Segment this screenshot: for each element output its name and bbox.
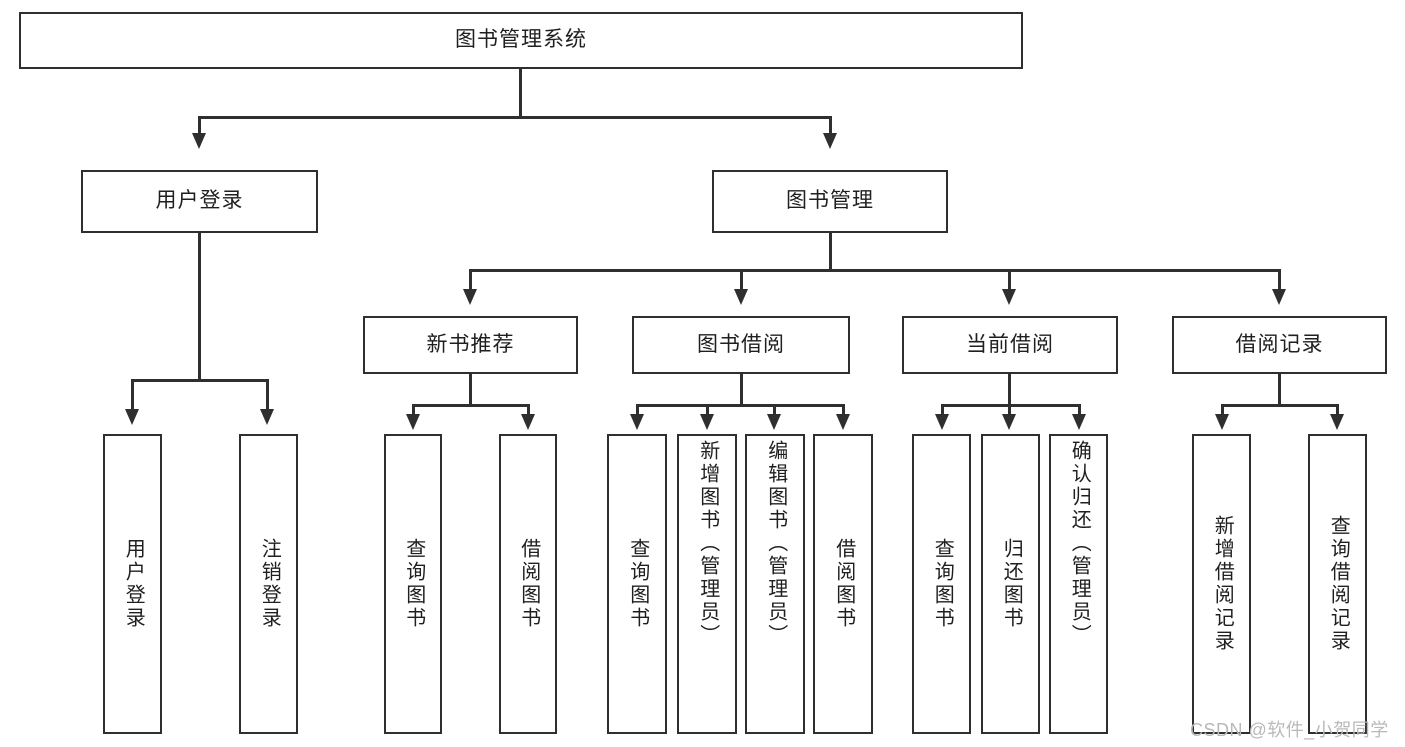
arrowhead-br-leaf-1	[1215, 414, 1229, 430]
node-label: 新书推荐	[426, 332, 515, 356]
leaf-label: 查询图书	[931, 538, 954, 630]
connector-nbr-drop-1	[412, 404, 415, 416]
connector-bm-drop-4	[1278, 269, 1281, 291]
connector-bm-drop-3	[1008, 269, 1011, 291]
node-label: 当前借阅	[966, 332, 1054, 356]
node-root-book-management-system[interactable]: 图书管理系统	[19, 12, 1023, 69]
node-label: 图书管理	[786, 189, 874, 213]
connector-nbr-drop-2	[527, 404, 530, 416]
node-label: 借阅记录	[1235, 332, 1324, 356]
leaf-bb-edit-book-admin[interactable]: 编辑图书（管理员）	[745, 434, 805, 734]
arrowhead-new-book-recommend	[463, 289, 477, 305]
leaf-label: 确认归还（管理员）	[1068, 440, 1091, 647]
leaf-logout[interactable]: 注销登录	[239, 434, 298, 734]
leaf-br-add-record[interactable]: 新增借阅记录	[1192, 434, 1251, 734]
arrowhead-bb-leaf-1	[630, 414, 644, 430]
connector-bm-drop-2	[740, 269, 743, 291]
leaf-label: 归还图书	[1000, 538, 1023, 630]
leaf-nbr-borrow-book[interactable]: 借阅图书	[499, 434, 557, 734]
leaf-label: 用户登录	[122, 538, 145, 630]
connector-book-management-stem	[829, 233, 832, 271]
connector-bb-bus	[636, 404, 844, 407]
leaf-label: 编辑图书（管理员）	[764, 440, 787, 647]
connector-br-bus	[1221, 404, 1338, 407]
connector-bb-stem	[740, 374, 743, 406]
connector-user-login-bus	[131, 379, 268, 382]
connector-root-bus	[198, 116, 831, 119]
connector-nbr-bus	[412, 404, 529, 407]
node-borrow-record[interactable]: 借阅记录	[1172, 316, 1387, 374]
leaf-bb-query-book[interactable]: 查询图书	[607, 434, 667, 734]
leaf-label: 查询借阅记录	[1327, 515, 1350, 653]
connector-book-management-bus	[469, 269, 1280, 272]
arrowhead-borrow-record	[1272, 289, 1286, 305]
connector-user-login-drop-2	[266, 379, 269, 411]
arrowhead-cb-leaf-1	[935, 414, 949, 430]
arrowhead-nbr-leaf-2	[521, 414, 535, 430]
leaf-label: 借阅图书	[517, 538, 540, 630]
leaf-bb-add-book-admin[interactable]: 新增图书（管理员）	[677, 434, 737, 734]
connector-user-login-drop-1	[131, 379, 134, 411]
connector-cb-drop-2	[1008, 404, 1011, 416]
leaf-cb-query-book[interactable]: 查询图书	[912, 434, 971, 734]
arrowhead-cb-leaf-3	[1072, 414, 1086, 430]
leaf-user-login[interactable]: 用户登录	[103, 434, 162, 734]
leaf-cb-return-book[interactable]: 归还图书	[981, 434, 1040, 734]
arrowhead-leaf-logout	[260, 409, 274, 425]
watermark-text: CSDN @软件_小贺同学	[1190, 720, 1389, 740]
arrowhead-book-management	[823, 133, 837, 149]
arrowhead-user-login	[192, 133, 206, 149]
leaf-br-query-record[interactable]: 查询借阅记录	[1308, 434, 1367, 734]
connector-root-drop-2	[829, 116, 832, 135]
leaf-label: 查询图书	[402, 538, 425, 630]
leaf-label: 新增图书（管理员）	[696, 440, 719, 647]
node-current-borrow[interactable]: 当前借阅	[902, 316, 1118, 374]
connector-cb-bus	[941, 404, 1080, 407]
leaf-label: 查询图书	[626, 538, 649, 630]
leaf-bb-borrow-book[interactable]: 借阅图书	[813, 434, 873, 734]
arrowhead-nbr-leaf-1	[406, 414, 420, 430]
connector-br-drop-2	[1336, 404, 1339, 416]
connector-bb-drop-2	[706, 404, 709, 416]
arrowhead-cb-leaf-2	[1002, 414, 1016, 430]
leaf-label: 新增借阅记录	[1211, 515, 1234, 653]
connector-br-drop-1	[1221, 404, 1224, 416]
connector-nbr-stem	[469, 374, 472, 406]
connector-bb-drop-1	[636, 404, 639, 416]
arrowhead-bb-leaf-2	[700, 414, 714, 430]
connector-cb-stem	[1008, 374, 1011, 406]
node-new-book-recommend[interactable]: 新书推荐	[363, 316, 578, 374]
connector-cb-drop-3	[1078, 404, 1081, 416]
arrowhead-book-borrow	[734, 289, 748, 305]
arrowhead-current-borrow	[1002, 289, 1016, 305]
node-label: 用户登录	[155, 189, 244, 213]
arrowhead-br-leaf-2	[1330, 414, 1344, 430]
connector-root-stem	[519, 69, 522, 116]
arrowhead-bb-leaf-4	[836, 414, 850, 430]
node-book-borrow[interactable]: 图书借阅	[632, 316, 850, 374]
leaf-label: 注销登录	[258, 538, 281, 630]
arrowhead-bb-leaf-3	[767, 414, 781, 430]
connector-bb-drop-4	[842, 404, 845, 416]
connector-cb-drop-1	[941, 404, 944, 416]
node-book-management[interactable]: 图书管理	[712, 170, 948, 233]
node-user-login[interactable]: 用户登录	[81, 170, 318, 233]
leaf-cb-confirm-return-admin[interactable]: 确认归还（管理员）	[1049, 434, 1108, 734]
leaf-label: 借阅图书	[832, 538, 855, 630]
node-label: 图书借阅	[697, 332, 785, 356]
connector-br-stem	[1278, 374, 1281, 406]
connector-root-drop-1	[198, 116, 201, 135]
connector-bb-drop-3	[773, 404, 776, 416]
leaf-nbr-query-book[interactable]: 查询图书	[384, 434, 442, 734]
arrowhead-leaf-user-login	[125, 409, 139, 425]
node-label: 图书管理系统	[455, 28, 587, 52]
connector-bm-drop-1	[469, 269, 472, 291]
connector-user-login-stem	[198, 233, 201, 381]
